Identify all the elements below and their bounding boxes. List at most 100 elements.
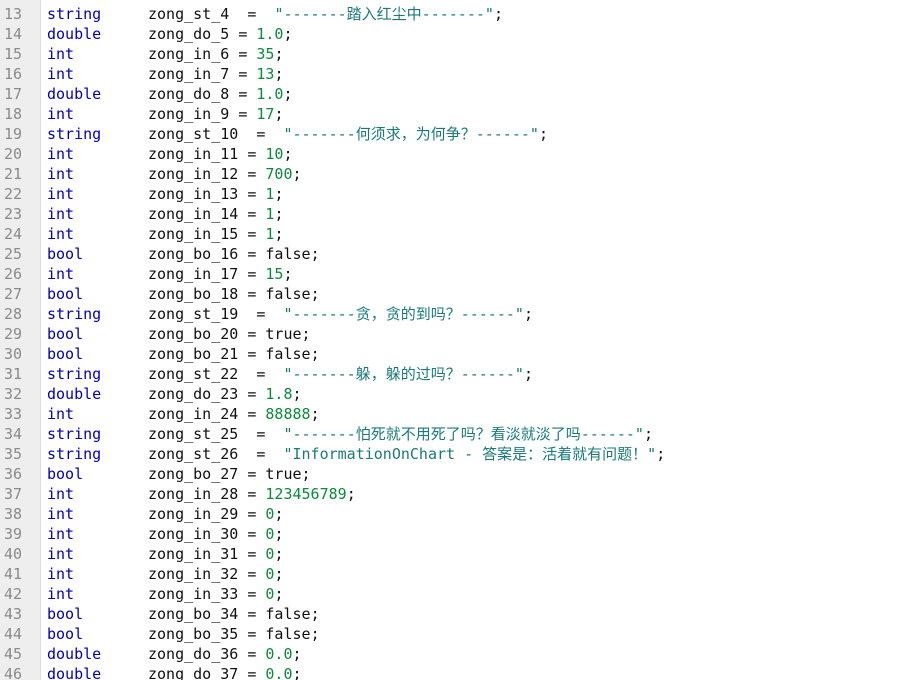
variable-name: zong_in_6: [148, 45, 230, 63]
string-literal: "-------躲，躲的过吗？------": [283, 365, 524, 383]
variable-name: zong_st_22: [148, 365, 239, 383]
variable-name: zong_do_8: [148, 85, 230, 103]
variable-name: zong_bo_35: [148, 625, 239, 643]
assign-operator: =: [247, 625, 257, 643]
assign-operator: =: [247, 145, 257, 163]
variable-name: zong_in_31: [148, 545, 239, 563]
line-number: 31: [4, 365, 23, 383]
variable-name: zong_in_9: [148, 105, 230, 123]
statement-terminator: ;: [643, 425, 653, 443]
type-keyword: int: [47, 105, 75, 123]
variable-name: zong_in_28: [148, 485, 239, 503]
line-number: 26: [4, 265, 23, 283]
variable-name: zong_st_25: [148, 425, 239, 443]
string-literal: "-------怕死就不用死了吗？看淡就淡了吗------": [283, 425, 644, 443]
type-keyword: int: [47, 505, 75, 523]
statement-terminator: ;: [310, 625, 320, 643]
line-number: 22: [4, 185, 23, 203]
assign-operator: =: [247, 385, 257, 403]
type-keyword: int: [47, 185, 75, 203]
line-number: 14: [4, 25, 23, 43]
variable-name: zong_in_29: [148, 505, 239, 523]
line-number: 23: [4, 205, 23, 223]
statement-terminator: ;: [301, 325, 311, 343]
number-literal: 1: [265, 205, 275, 223]
number-literal: 0: [265, 545, 275, 563]
statement-terminator: ;: [292, 665, 302, 680]
line-number: 24: [4, 225, 23, 243]
boolean-literal: false: [265, 345, 311, 363]
variable-name: zong_in_17: [148, 265, 239, 283]
statement-terminator: ;: [656, 445, 666, 463]
type-keyword: int: [47, 565, 75, 583]
variable-name: zong_bo_27: [148, 465, 239, 483]
assign-operator: =: [256, 365, 266, 383]
assign-operator: =: [247, 465, 257, 483]
line-number: 46: [4, 665, 23, 680]
type-keyword: string: [47, 365, 102, 383]
variable-name: zong_in_12: [148, 165, 239, 183]
type-keyword: int: [47, 405, 75, 423]
assign-operator: =: [256, 425, 266, 443]
type-keyword: int: [47, 225, 75, 243]
line-number: 25: [4, 245, 23, 263]
statement-terminator: ;: [274, 585, 284, 603]
variable-name: zong_do_23: [148, 385, 239, 403]
assign-operator: =: [247, 645, 257, 663]
line-number: 16: [4, 65, 23, 83]
code-line[interactable]: 31 string zong_st_22 = "-------躲，躲的过吗？----…: [0, 364, 910, 384]
type-keyword: int: [47, 585, 75, 603]
assign-operator: =: [247, 225, 257, 243]
variable-name: zong_in_14: [148, 205, 239, 223]
type-keyword: int: [47, 165, 75, 183]
variable-name: zong_in_13: [148, 185, 239, 203]
type-keyword: string: [47, 445, 102, 463]
string-literal: "-------踏入红尘中-------": [274, 5, 494, 23]
type-keyword: int: [47, 545, 75, 563]
assign-operator: =: [238, 85, 248, 103]
variable-name: zong_do_36: [148, 645, 239, 663]
